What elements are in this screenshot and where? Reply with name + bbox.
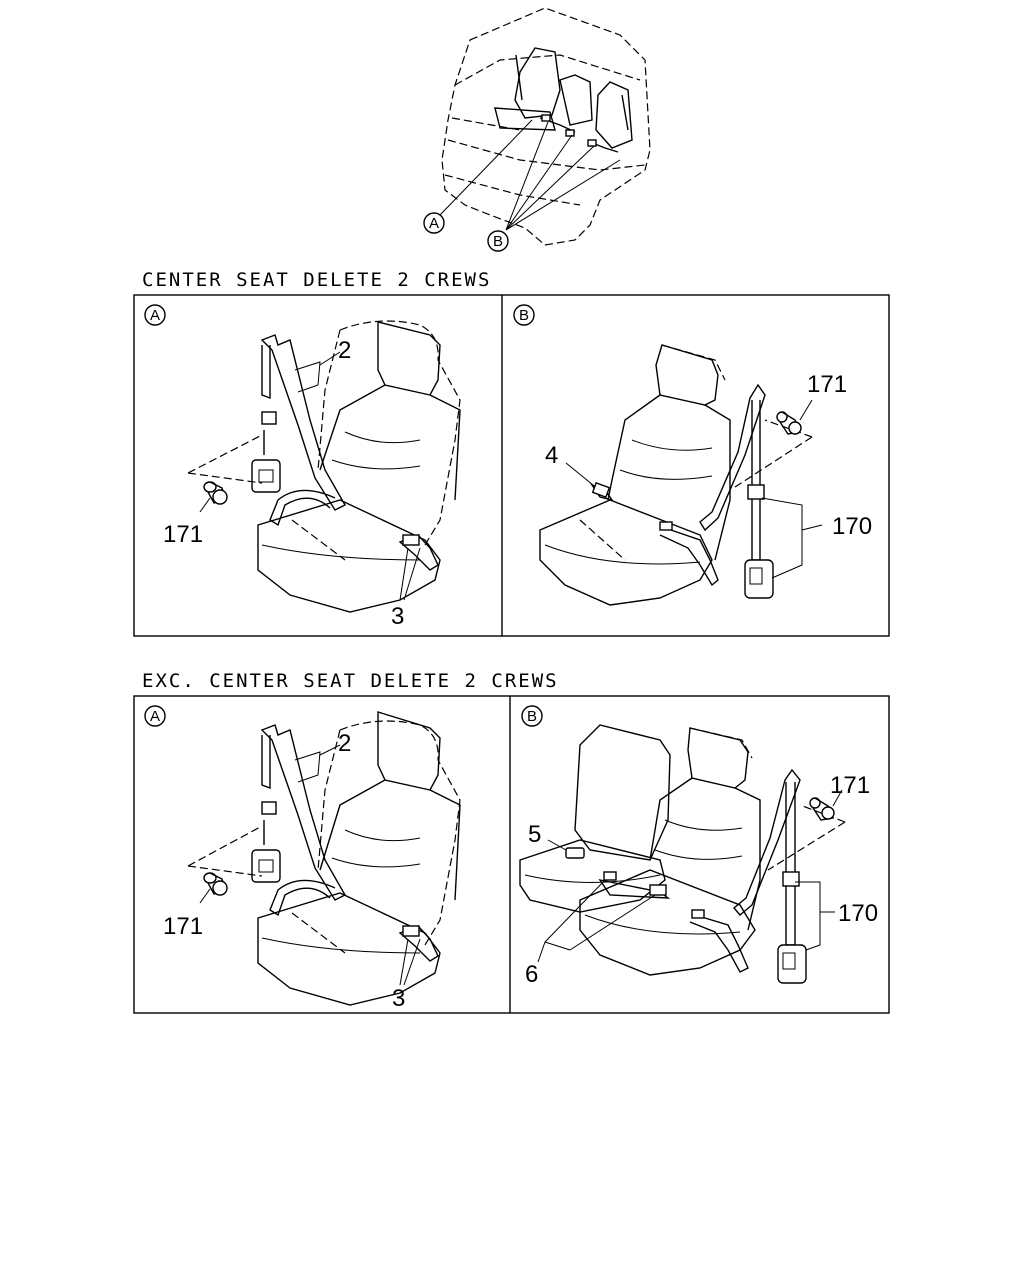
callout-170: 170 <box>832 513 872 540</box>
section-1-frame <box>133 294 890 637</box>
panel-marker-a: A <box>150 307 160 324</box>
callout-171: 171 <box>163 521 203 548</box>
section-1-title: CENTER SEAT DELETE 2 CREWS <box>142 269 491 291</box>
panel-marker-b: B <box>519 307 529 324</box>
panel-marker-b-2: B <box>527 708 537 725</box>
callout-2-2: 2 <box>338 730 351 757</box>
panel-marker-a-2: A <box>150 708 160 725</box>
section-2-panel-b: B 5 6 <box>519 705 878 988</box>
overview-marker-b: B <box>493 233 503 250</box>
callout-170-2: 170 <box>838 900 878 927</box>
section-2-title: EXC. CENTER SEAT DELETE 2 CREWS <box>142 670 559 692</box>
section-2-panel-a: A 2 171 3 <box>144 705 461 1012</box>
callout-3-2: 3 <box>392 985 405 1012</box>
callout-5: 5 <box>528 821 541 848</box>
overview-marker-a: A <box>429 215 439 232</box>
callout-2: 2 <box>338 337 351 364</box>
callout-3: 3 <box>391 603 404 630</box>
callout-171-3: 171 <box>830 772 870 799</box>
callout-171-b: 171 <box>807 371 847 398</box>
cab-overview-illustration: A B <box>423 7 651 252</box>
section-1-panel-a: A 2 171 3 <box>144 304 461 630</box>
callout-6: 6 <box>525 961 538 988</box>
callout-4: 4 <box>545 442 558 469</box>
section-2-frame <box>133 695 890 1014</box>
callout-171-2: 171 <box>163 913 203 940</box>
section-1-panel-b: B 4 171 170 <box>513 304 872 606</box>
